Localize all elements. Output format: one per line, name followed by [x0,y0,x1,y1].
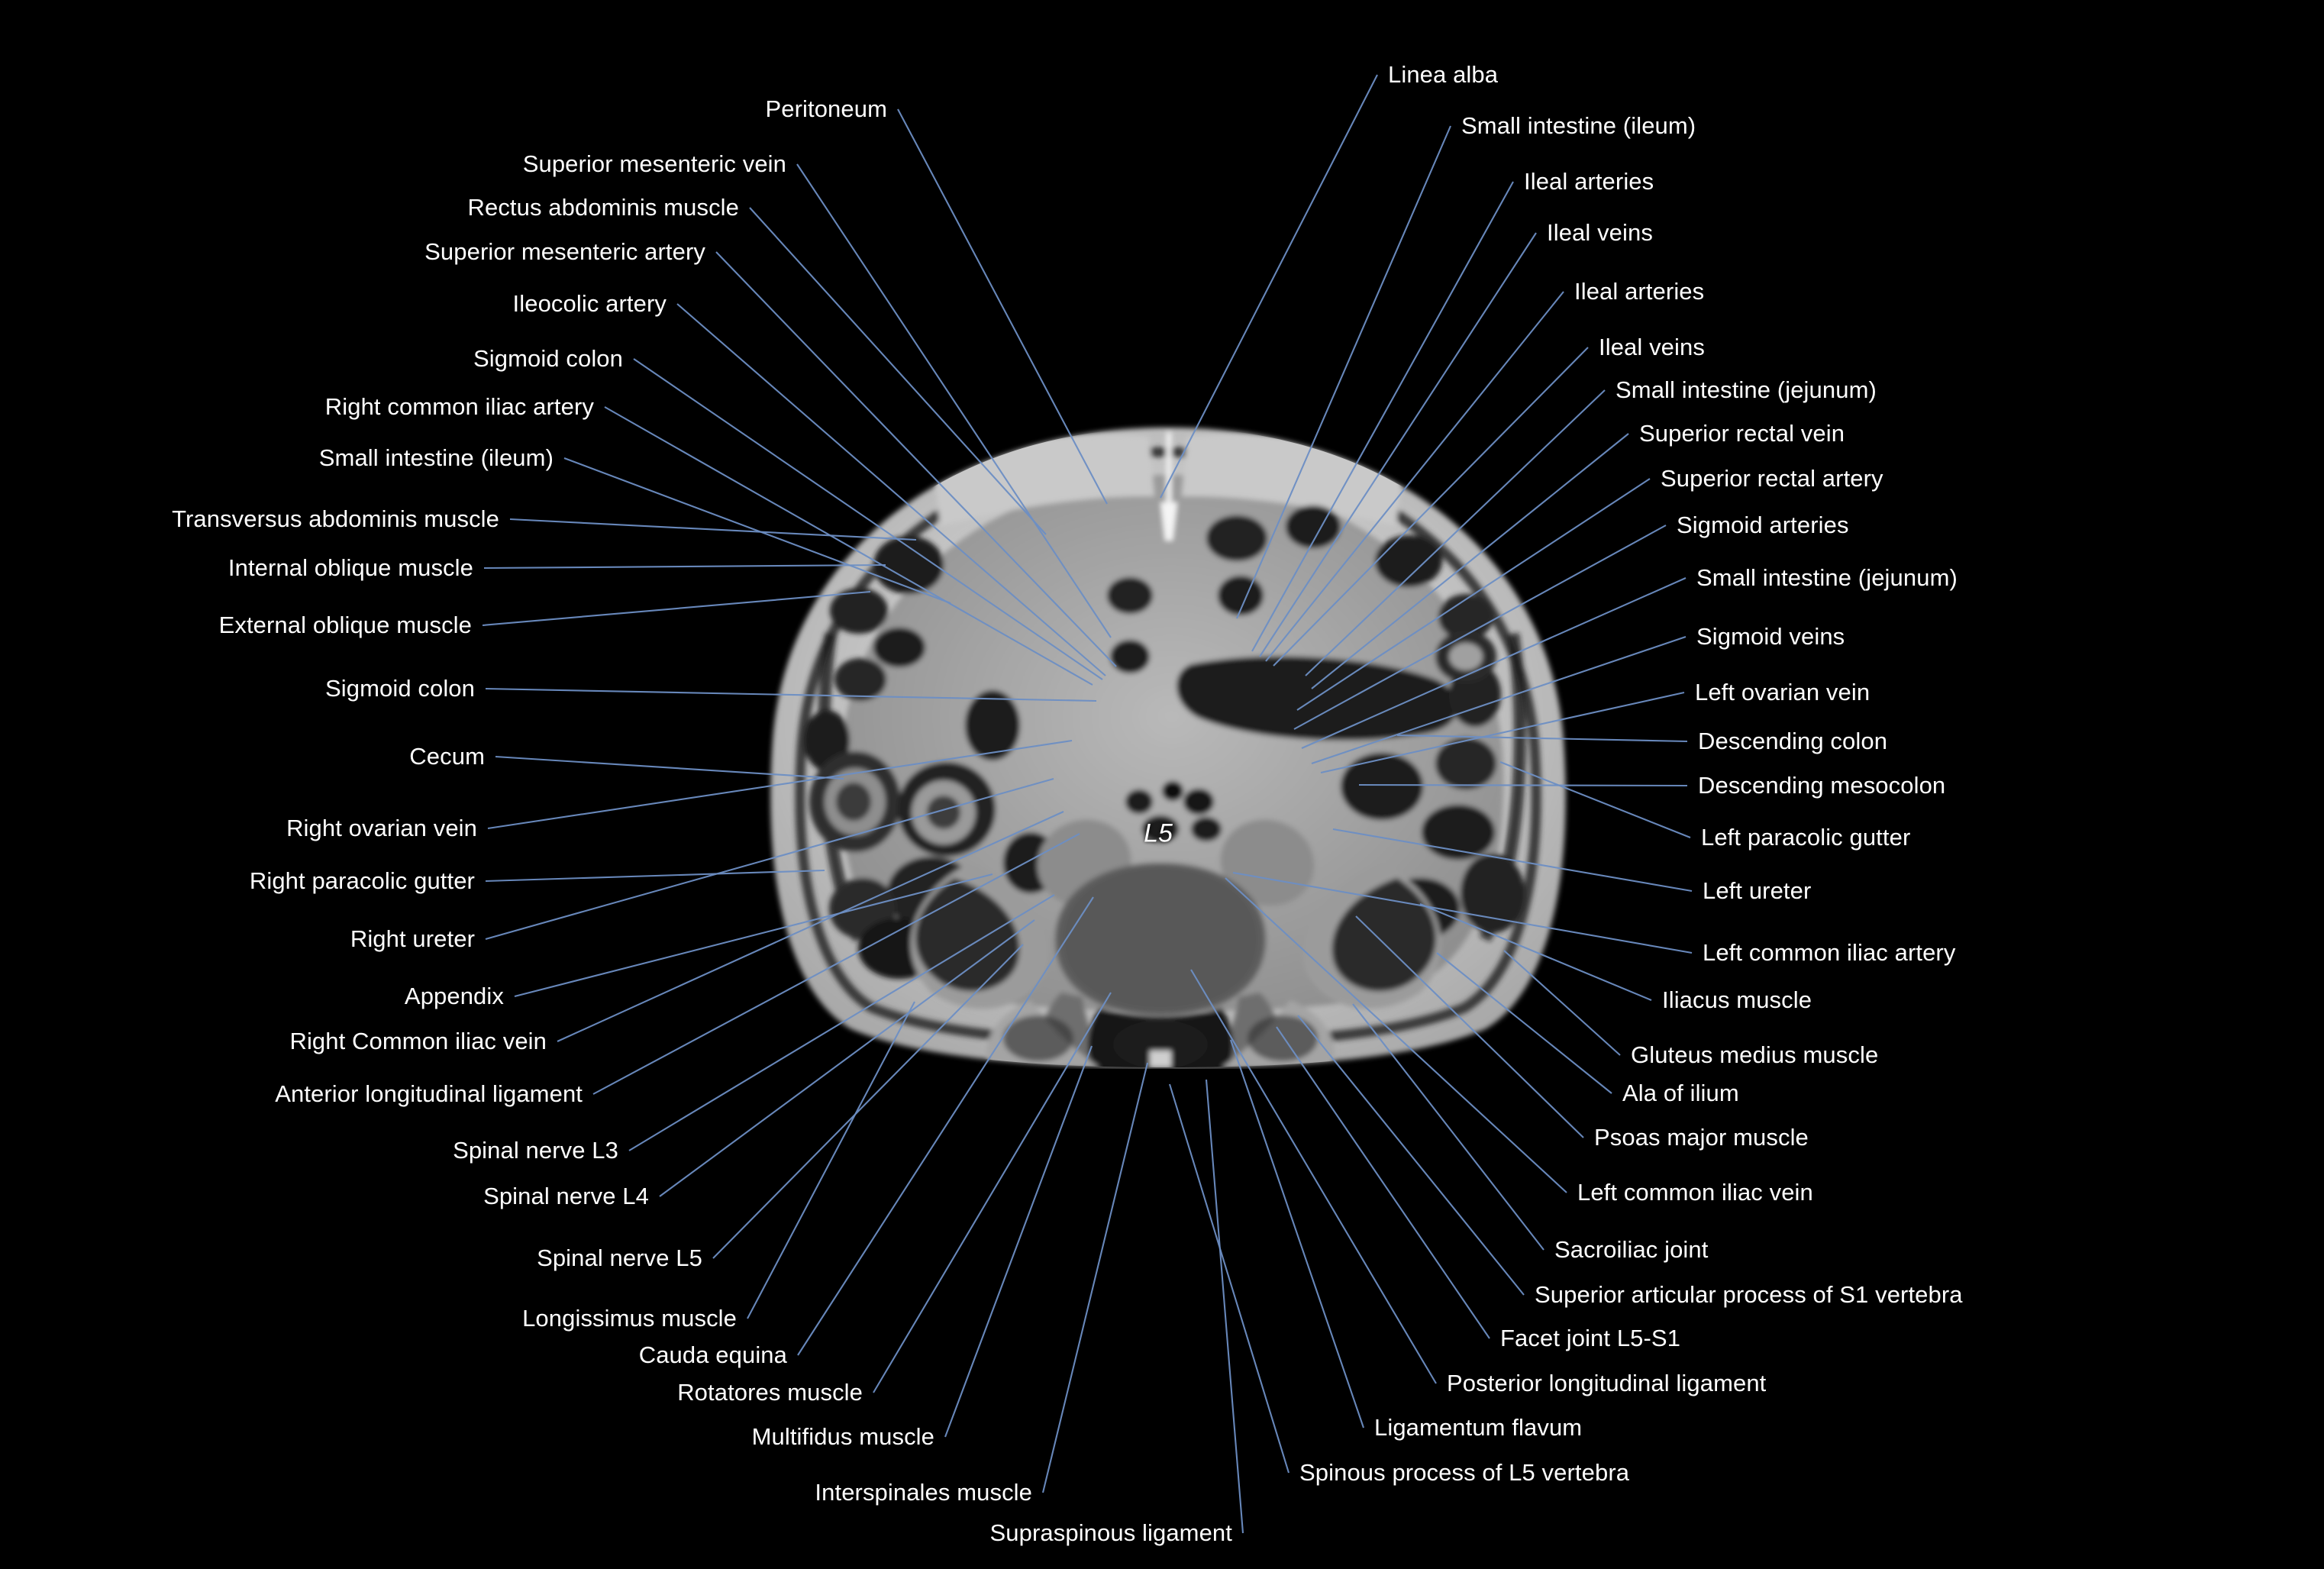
leader-line-interspinales-muscle [1041,1062,1149,1493]
label-left-ureter: Left ureter [1703,877,1812,904]
label-ala-of-ilium: Ala of ilium [1622,1080,1739,1106]
label-right-ovarian-vein: Right ovarian vein [286,815,477,841]
label-ileal-arteries: Ileal arteries [1524,168,1654,195]
label-sigmoid-colon: Sigmoid colon [324,675,475,702]
label-longissimus-muscle: Longissimus muscle [522,1305,737,1332]
label-small-intestine-ileum: Small intestine (ileum) [318,444,554,471]
label-descending-colon: Descending colon [1698,728,1888,754]
mri-axial-abdomen-image [702,405,1634,1069]
label-ileal-veins: Ileal veins [1547,219,1653,246]
label-ileal-arteries: Ileal arteries [1574,278,1705,305]
label-external-oblique-muscle: External oblique muscle [218,612,472,638]
label-transversus-abdominis-muscle: Transversus abdominis muscle [172,505,499,532]
label-ileocolic-artery: Ileocolic artery [512,290,667,317]
label-rotatores-muscle: Rotatores muscle [677,1379,863,1406]
label-right-common-iliac-vein: Right Common iliac vein [289,1028,547,1054]
label-psoas-major-muscle: Psoas major muscle [1594,1124,1809,1151]
label-right-ureter: Right ureter [350,925,475,952]
label-superior-mesenteric-vein: Superior mesenteric vein [522,150,786,177]
label-facet-joint-l5-s1: Facet joint L5-S1 [1500,1325,1681,1351]
label-left-ovarian-vein: Left ovarian vein [1695,679,1870,705]
label-posterior-longitudinal-ligament: Posterior longitudinal ligament [1447,1370,1767,1396]
leader-line-multifidus-muscle [944,1045,1093,1438]
label-superior-rectal-vein: Superior rectal vein [1639,420,1845,447]
label-right-paracolic-gutter: Right paracolic gutter [249,867,475,894]
label-sigmoid-veins: Sigmoid veins [1696,623,1845,650]
leader-line-spinous-process-of-l5-vertebra [1168,1083,1290,1474]
label-superior-articular-process-of-s1-vertebra: Superior articular process of S1 vertebr… [1535,1281,1963,1308]
label-anterior-longitudinal-ligament: Anterior longitudinal ligament [275,1080,583,1107]
label-iliacus-muscle: Iliacus muscle [1662,986,1812,1013]
label-superior-mesenteric-artery: Superior mesenteric artery [424,238,705,265]
label-peritoneum: Peritoneum [765,95,887,122]
label-ligamentum-flavum: Ligamentum flavum [1374,1414,1583,1441]
label-small-intestine-jejunum: Small intestine (jejunum) [1696,564,1958,591]
label-internal-oblique-muscle: Internal oblique muscle [228,554,473,581]
label-small-intestine-jejunum: Small intestine (jejunum) [1616,376,1877,403]
label-sacroiliac-joint: Sacroiliac joint [1554,1236,1709,1263]
label-linea-alba: Linea alba [1388,61,1499,88]
label-spinal-nerve-l4: Spinal nerve L4 [483,1183,649,1209]
leader-line-ligamentum-flavum [1230,1039,1364,1429]
label-sigmoid-arteries: Sigmoid arteries [1677,512,1849,538]
label-rectus-abdominis-muscle: Rectus abdominis muscle [467,194,739,221]
label-superior-rectal-artery: Superior rectal artery [1661,465,1883,492]
label-left-common-iliac-artery: Left common iliac artery [1703,939,1956,966]
leader-line-facet-joint-l5-s1 [1276,1026,1490,1339]
label-spinal-nerve-l5: Spinal nerve L5 [537,1245,702,1271]
label-cauda-equina: Cauda equina [638,1341,787,1368]
label-interspinales-muscle: Interspinales muscle [815,1479,1032,1506]
label-appendix: Appendix [404,983,504,1009]
label-left-paracolic-gutter: Left paracolic gutter [1701,824,1911,851]
leader-line-supraspinous-ligament [1205,1079,1244,1534]
label-left-common-iliac-vein: Left common iliac vein [1577,1179,1813,1206]
label-small-intestine-ileum: Small intestine (ileum) [1461,112,1696,139]
label-sigmoid-colon: Sigmoid colon [473,345,623,372]
label-supraspinous-ligament: Supraspinous ligament [989,1519,1232,1546]
label-cecum: Cecum [409,743,485,770]
label-spinous-process-of-l5-vertebra: Spinous process of L5 vertebra [1299,1459,1630,1486]
vertebra-label-l5: L5 [1144,818,1173,848]
label-multifidus-muscle: Multifidus muscle [751,1423,934,1450]
label-gluteus-medius-muscle: Gluteus medius muscle [1631,1041,1879,1068]
label-descending-mesocolon: Descending mesocolon [1698,772,1946,799]
label-right-common-iliac-artery: Right common iliac artery [324,393,594,420]
label-spinal-nerve-l3: Spinal nerve L3 [453,1137,618,1164]
label-ileal-veins: Ileal veins [1599,334,1705,360]
